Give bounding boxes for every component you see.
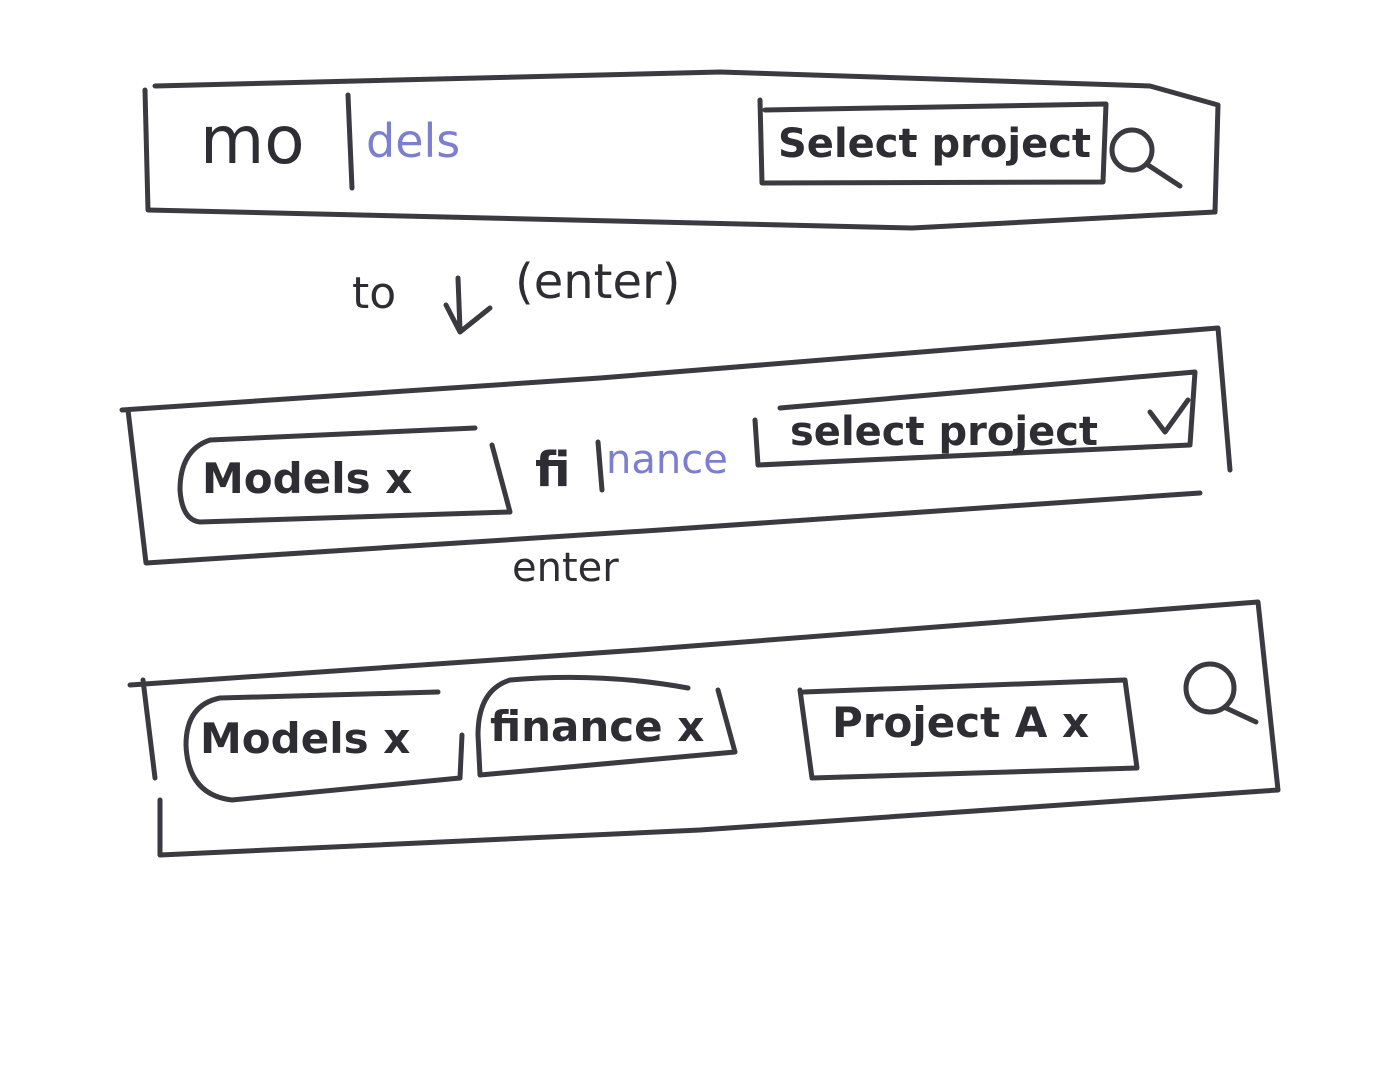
project-select-1-outline xyxy=(757,97,1109,186)
search-bar-1-outline xyxy=(142,69,1221,231)
typed-text: fi xyxy=(535,442,571,498)
search-bar-3-outline xyxy=(127,599,1281,858)
project-chip-3-outline xyxy=(797,677,1140,781)
finance-chip-3-outline xyxy=(475,674,738,778)
transition-label-enter: (enter) xyxy=(515,254,681,310)
chip-project-a[interactable]: Project A x xyxy=(832,698,1090,747)
text-cursor-1 xyxy=(345,92,355,191)
chip-models[interactable]: Models x xyxy=(202,454,413,503)
transition-label-enter-2: enter xyxy=(512,545,619,591)
search-icon xyxy=(1109,127,1183,189)
chip-models[interactable]: Models x xyxy=(200,714,411,763)
models-chip-3-outline xyxy=(183,689,465,803)
project-select-2-outline xyxy=(752,369,1198,468)
arrow-down-icon xyxy=(443,275,493,335)
search-icon xyxy=(1183,661,1259,725)
chevron-down-icon xyxy=(1147,397,1191,435)
typed-text: mo xyxy=(200,102,305,179)
models-chip-2-outline xyxy=(177,425,513,525)
autocomplete-suggestion: nance xyxy=(606,437,728,483)
project-select-1[interactable]: Select project xyxy=(778,121,1092,167)
transition-label-to: to xyxy=(352,268,397,319)
text-cursor-2 xyxy=(595,439,605,493)
project-select-2[interactable]: select project xyxy=(790,409,1099,455)
search-bar-2-outline xyxy=(119,325,1233,566)
autocomplete-suggestion: dels xyxy=(366,114,461,168)
chip-finance[interactable]: finance x xyxy=(490,702,705,751)
